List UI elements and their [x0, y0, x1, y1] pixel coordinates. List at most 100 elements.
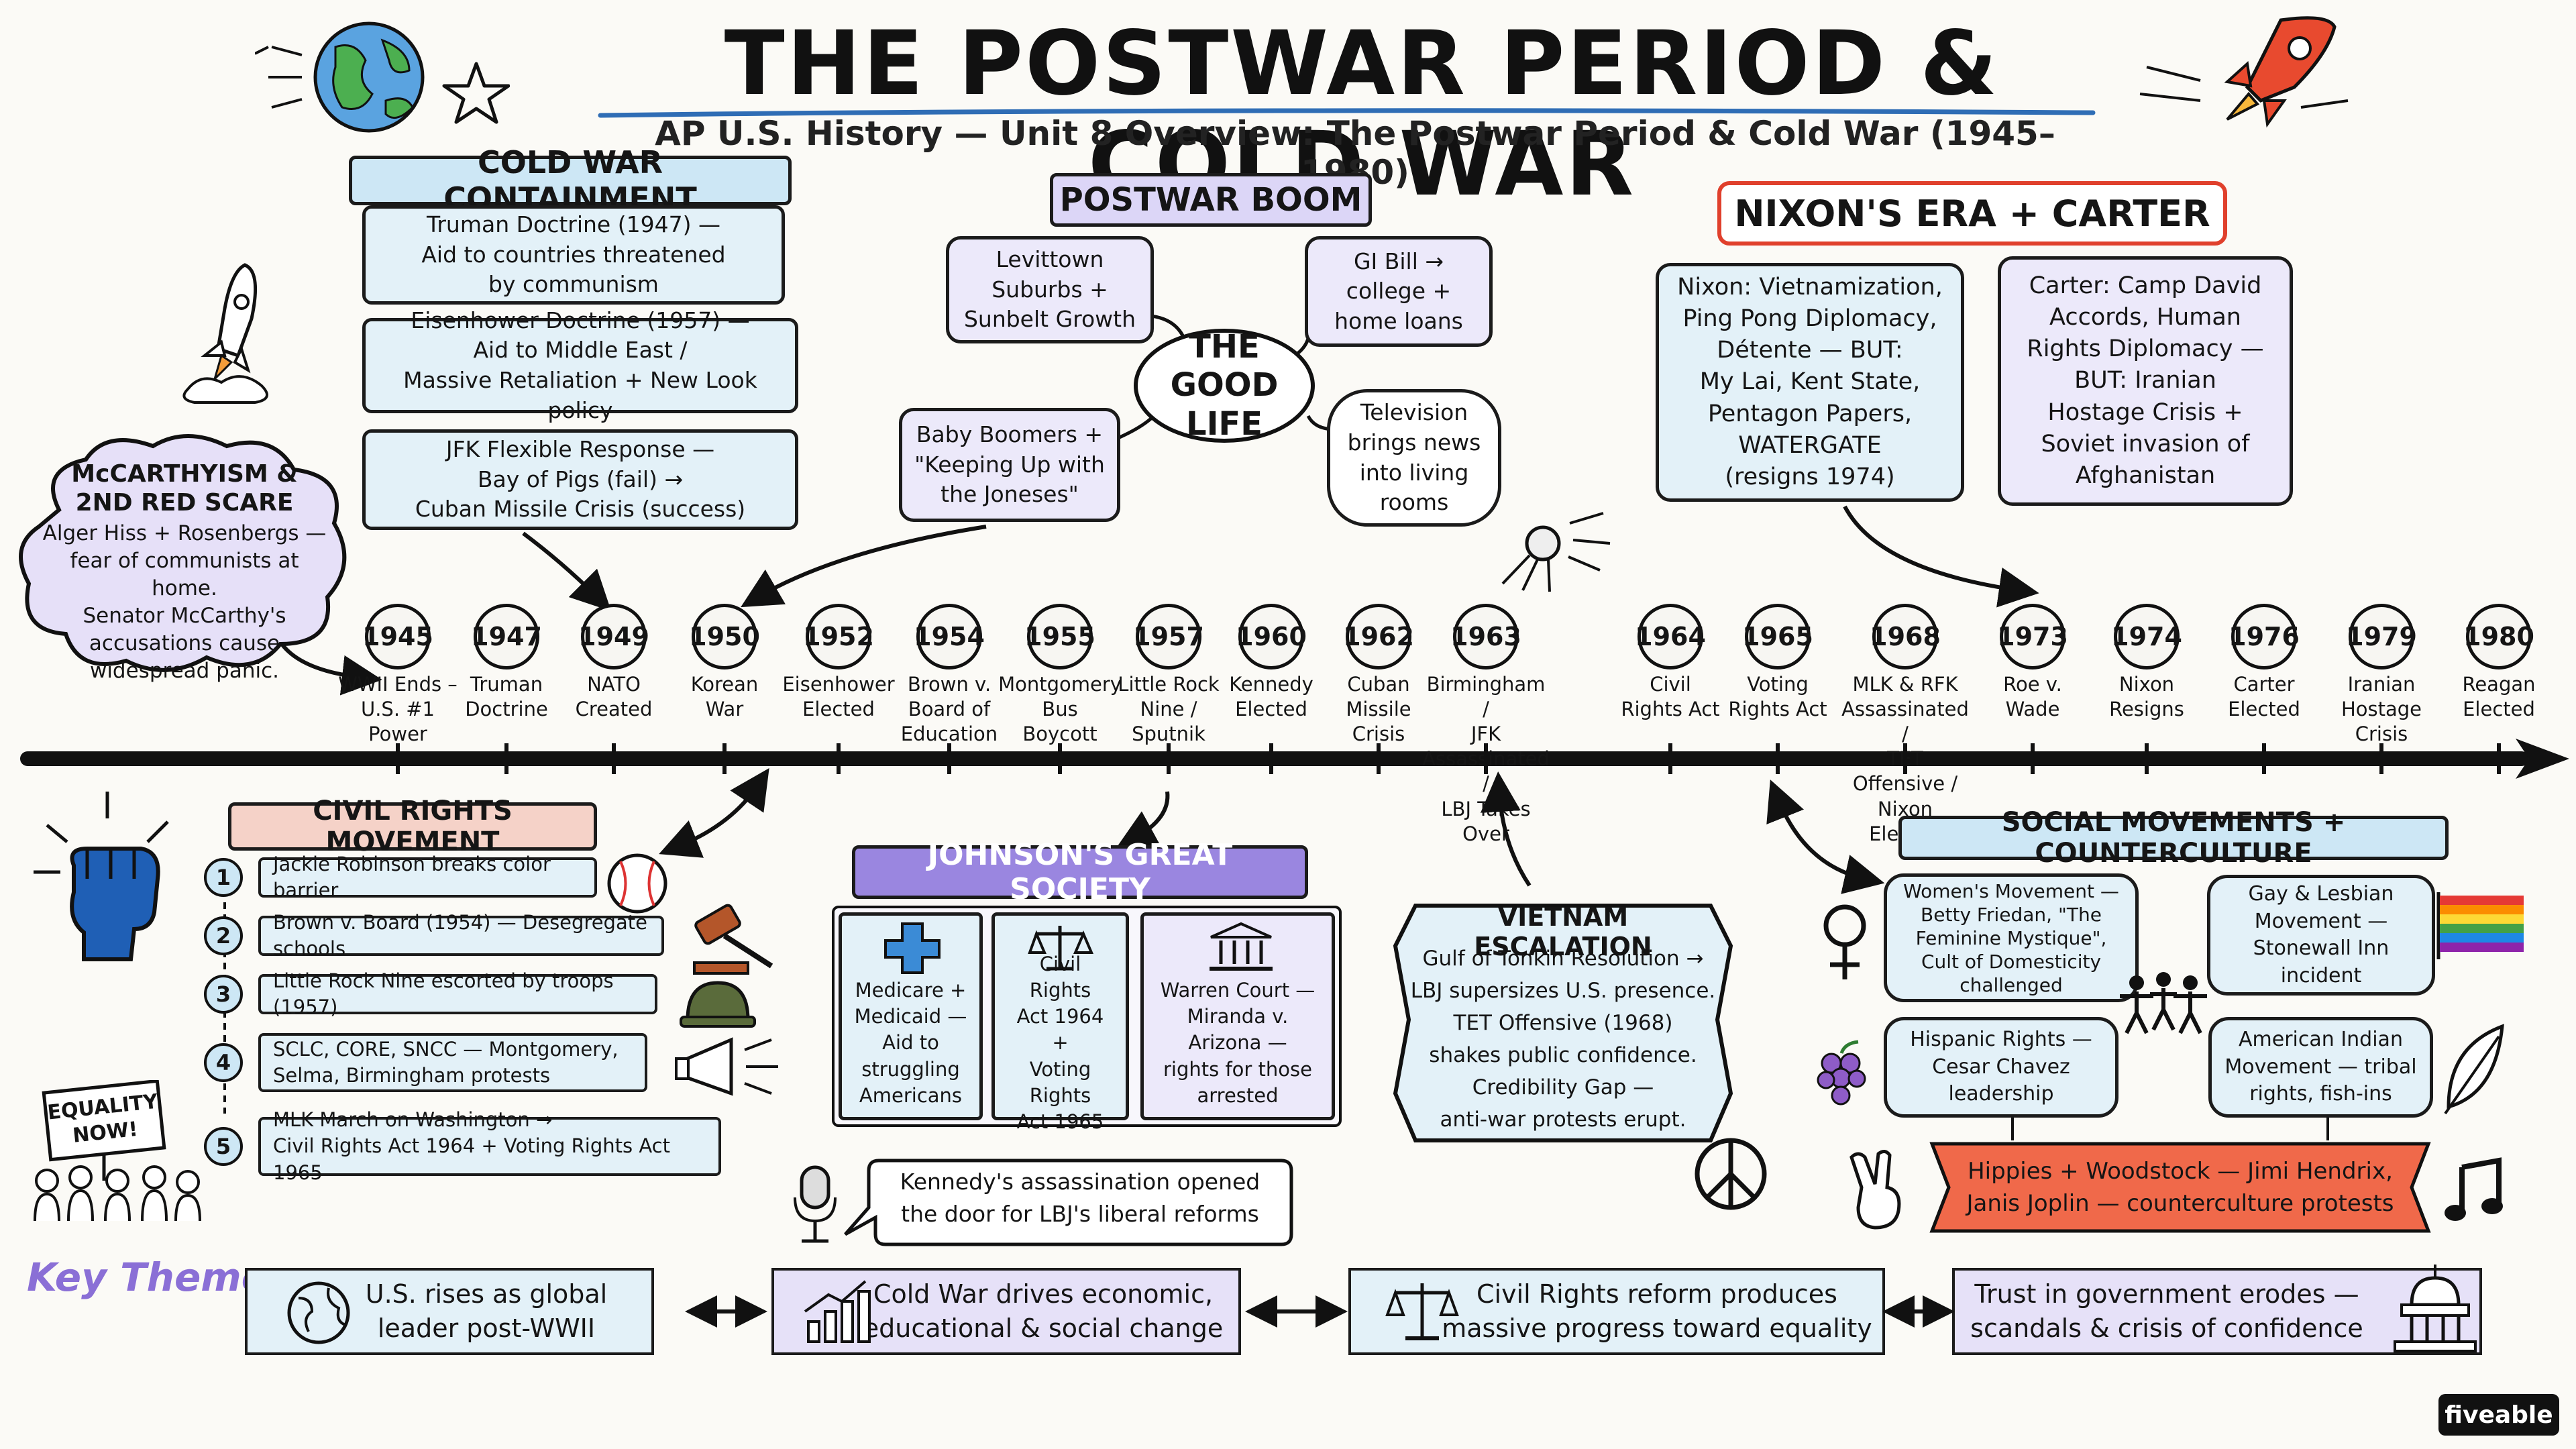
- timeline-tick: [2497, 743, 2501, 774]
- timeline-event: Truman Doctrine: [465, 673, 548, 721]
- timeline-year-1965: 1965: [1742, 604, 1813, 669]
- timeline-event: Nixon Resigns: [2109, 673, 2184, 721]
- timeline-tick: [1167, 743, 1171, 774]
- timeline-year-1960: 1960: [1236, 604, 1307, 669]
- civil-rights-step-number: 2: [204, 916, 243, 955]
- civil-rights-step: Jackie Robinson breaks color barrier: [258, 853, 597, 902]
- great-society-civil-rights: Civil Rights Act 1964 + Voting Rights Ac…: [991, 912, 1129, 1133]
- small-rocket-icon: [182, 263, 268, 404]
- microphone-icon: [794, 1165, 837, 1243]
- great-society-header: JOHNSON'S GREAT SOCIETY: [852, 838, 1308, 906]
- raised-fist-icon: [34, 792, 169, 961]
- timeline-event: Iranian Hostage Crisis: [2341, 673, 2422, 746]
- timeline-tick: [722, 743, 727, 774]
- mccarthy-title: McCARTHYISM & 2ND RED SCARE: [71, 460, 298, 517]
- vietnam-header: VIETNAM ESCALATION: [1474, 902, 1652, 961]
- theme-text: Trust in government erodes — scandals & …: [1970, 1279, 2363, 1343]
- timeline-year-1976: 1976: [2229, 604, 2300, 669]
- theme-civil-rights: Civil Rights reform produces massive pro…: [1348, 1268, 1885, 1355]
- timeline-tick: [1377, 743, 1381, 774]
- protest-crowd-icon: [34, 1080, 201, 1222]
- timeline-tick: [1269, 743, 1273, 774]
- containment-eisenhower: Eisenhower Doctrine (1957) — Aid to Midd…: [362, 307, 798, 423]
- megaphone-icon: [675, 1037, 778, 1096]
- civil-rights-step-number: 3: [204, 975, 243, 1014]
- timeline-tick: [612, 743, 616, 774]
- civil-rights-header: CIVIL RIGHTS MOVEMENT: [228, 796, 597, 857]
- sputnik-icon: [1501, 512, 1611, 592]
- nixon-text: Nixon: Vietnamization, Ping Pong Diploma…: [1656, 263, 1964, 502]
- timeline-year-1979: 1979: [2346, 604, 2417, 669]
- timeline-year-1945: 1945: [362, 604, 433, 669]
- timeline-year-1968: 1968: [1870, 604, 1941, 669]
- speech-bubble: [844, 1159, 1293, 1246]
- boom-baby-boomers: Baby Boomers + "Keeping Up with the Jone…: [899, 408, 1120, 522]
- timeline-year-1947: 1947: [471, 604, 542, 669]
- timeline-year-1949: 1949: [578, 604, 649, 669]
- timeline-event: Brown v. Board of Education: [900, 673, 998, 746]
- peace-sign-icon: [1695, 1138, 1767, 1210]
- peace-hand-icon: [1849, 1150, 1901, 1230]
- civil-rights-step: Brown v. Board (1954) — Desegregate scho…: [258, 911, 664, 960]
- timeline-year-1952: 1952: [803, 604, 874, 669]
- timeline-tick: [947, 743, 951, 774]
- theme-text: Civil Rights reform produces massive pro…: [1442, 1279, 1872, 1343]
- timeline-event: Cuban Missile Crisis: [1346, 673, 1411, 746]
- justice-scales-icon: [1385, 1283, 1459, 1340]
- globe-icon: [287, 1281, 350, 1344]
- timeline-event: Carter Elected: [2228, 673, 2300, 721]
- timeline-event: Korean War: [690, 673, 759, 721]
- mccarthy-cloud: [19, 434, 347, 672]
- boom-television: Television brings news into living rooms: [1327, 389, 1501, 527]
- nixon-header: NIXON'S ERA + CARTER: [1717, 181, 2227, 246]
- timeline-event: Civil Rights Act: [1621, 673, 1720, 721]
- vietnam-text: Gulf of Tonkin Resolution → LBJ supersiz…: [1410, 947, 1716, 1132]
- timeline-event: Kennedy Elected: [1229, 673, 1313, 721]
- civil-rights-step-number: 4: [204, 1043, 243, 1082]
- page-subtitle: AP U.S. History — Unit 8 Overview: The P…: [655, 114, 2055, 192]
- social-hispanic: Hispanic Rights — Cesar Chavez leadershi…: [1884, 1017, 2118, 1118]
- scales-icon: [1028, 926, 1093, 971]
- counterculture-text: Hippies + Woodstock — Jimi Hendrix, Jani…: [1966, 1158, 2394, 1218]
- boom-header: POSTWAR BOOM: [1050, 173, 1372, 227]
- containment-truman: Truman Doctrine (1947) — Aid to countrie…: [362, 205, 785, 305]
- timeline-event: Eisenhower Elected: [782, 673, 895, 721]
- rainbow-flag-icon: [2436, 892, 2524, 959]
- civil-rights-step-number: 1: [204, 858, 243, 897]
- timeline-tick: [2031, 743, 2035, 774]
- timeline-tick: [2379, 743, 2383, 774]
- timeline-event: Little Rock Nine / Sputnik: [1118, 673, 1220, 746]
- timeline-tick: [1776, 743, 1780, 774]
- carter-text: Carter: Camp David Accords, Human Rights…: [1998, 256, 2293, 506]
- music-note-icon: [2445, 1157, 2503, 1221]
- containment-header: COLD WAR CONTAINMENT: [349, 144, 792, 217]
- feather-icon: [2444, 1024, 2504, 1115]
- timeline-event: Reagan Elected: [2462, 673, 2536, 721]
- timeline-year-1973: 1973: [1997, 604, 2068, 669]
- timeline-year-1963: 1963: [1450, 604, 1521, 669]
- page-title: THE POSTWAR PERIOD & COLD WAR: [724, 12, 2000, 216]
- timeline-tick: [1903, 743, 1907, 774]
- courthouse-icon: [1210, 922, 1273, 971]
- medical-cross-icon: [884, 922, 941, 974]
- civil-rights-step: MLK March on Washington → Civil Rights A…: [258, 1108, 721, 1184]
- great-society-warren-court: Warren Court — Miranda v. Arizona — righ…: [1140, 912, 1335, 1120]
- timeline-tick: [504, 743, 508, 774]
- timeline-year-1950: 1950: [689, 604, 760, 669]
- timeline-tick: [2145, 743, 2149, 774]
- social-gay-lesbian: Gay & Lesbian Movement — Stonewall Inn i…: [2207, 875, 2435, 996]
- mccarthy-text: Alger Hiss + Rosenbergs — fear of commun…: [42, 521, 327, 683]
- boom-center: THE GOOD LIFE: [1134, 328, 1315, 443]
- timeline-tick: [396, 743, 400, 774]
- containment-jfk: JFK Flexible Response — Bay of Pigs (fai…: [362, 429, 798, 530]
- timeline-tick: [837, 743, 841, 774]
- grapes-icon: [1817, 1040, 1866, 1106]
- people-group-icon: [2120, 972, 2207, 1034]
- theme-text: U.S. rises as global leader post-WWII: [365, 1279, 608, 1343]
- theme-text: Cold War drives economic, educational & …: [863, 1279, 1224, 1343]
- female-symbol-icon: [1823, 904, 1866, 979]
- timeline-event: Montgomery Bus Boycott: [998, 673, 1122, 746]
- counterculture-banner: [1929, 1142, 2431, 1233]
- timeline-arrowhead-icon: [2516, 739, 2569, 779]
- capitol-icon: [2394, 1265, 2477, 1352]
